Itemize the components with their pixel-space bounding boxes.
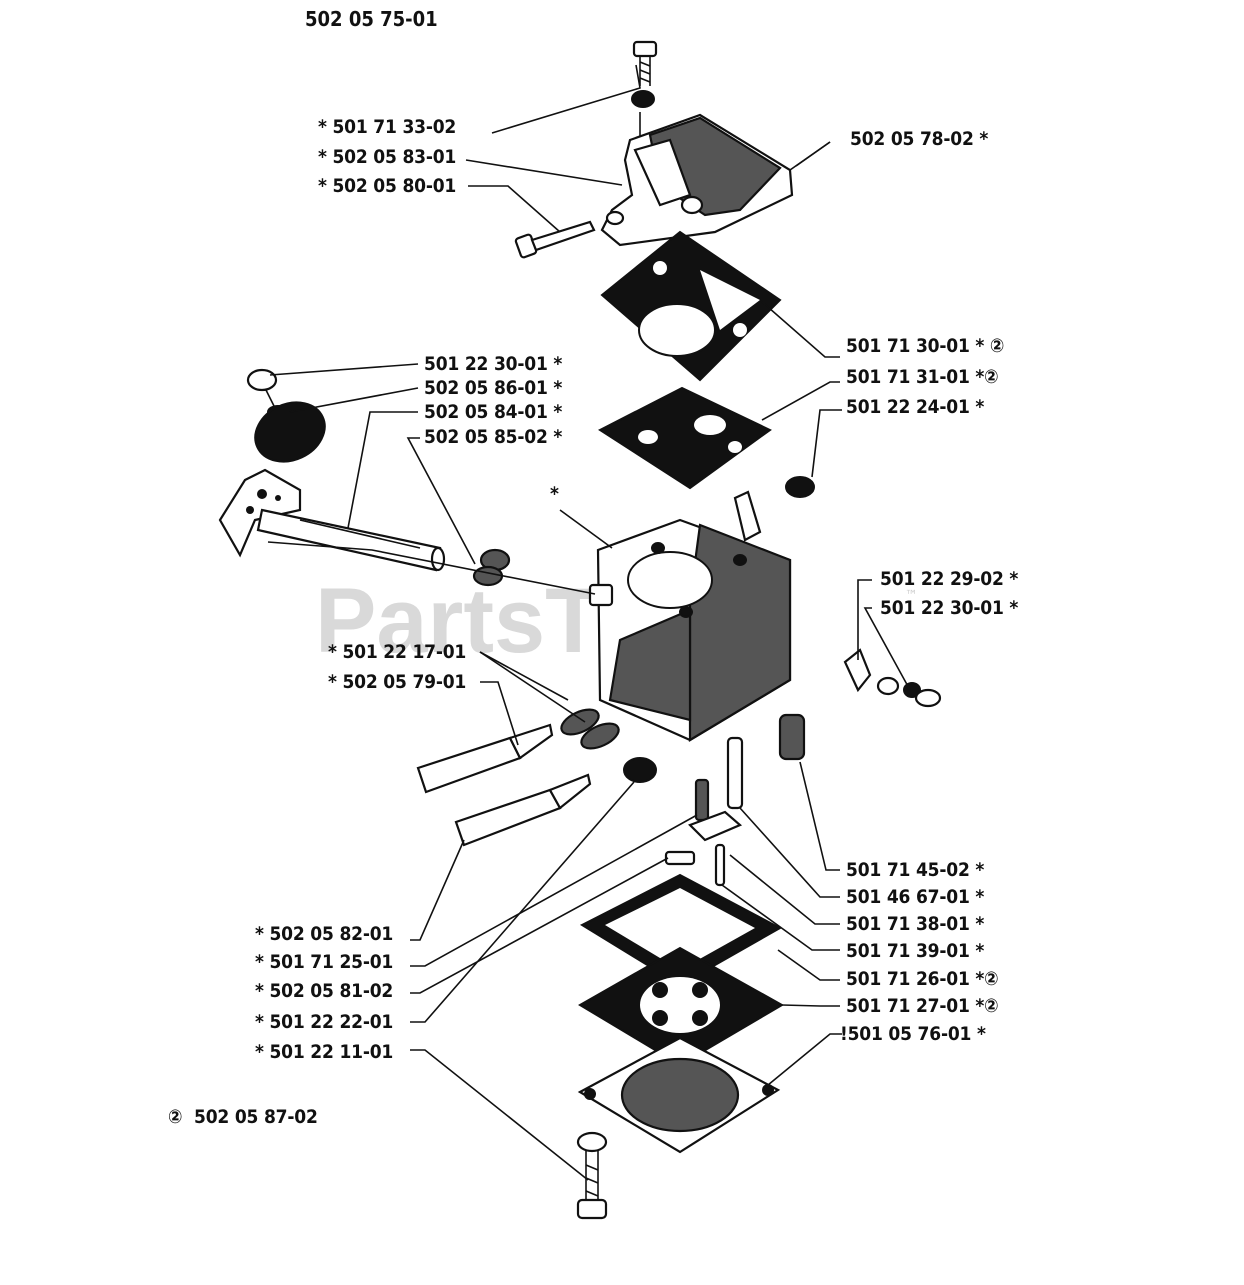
part-label: 502 05 84-01 * bbox=[424, 401, 562, 423]
pump-cover bbox=[600, 113, 831, 247]
part-label: * 501 22 22-01 bbox=[255, 1011, 393, 1033]
control-diaphragm-small bbox=[254, 401, 326, 463]
part-label: !501 05 76-01 * bbox=[840, 1023, 986, 1045]
part-label: * 502 05 83-01 bbox=[318, 146, 456, 168]
lower-small-parts bbox=[664, 736, 744, 887]
part-label: 501 71 31-01 *② bbox=[846, 366, 998, 388]
part-labels: 502 05 75-01 * 501 71 33-02 * 502 05 83-… bbox=[168, 7, 1019, 1128]
bottom-screw bbox=[576, 1131, 608, 1220]
adjust-needle-2 bbox=[454, 773, 592, 847]
part-label: 501 22 24-01 * bbox=[846, 396, 984, 418]
part-label: 501 22 30-01 * bbox=[880, 597, 1018, 619]
part-label: 501 22 30-01 * bbox=[424, 353, 562, 375]
part-label: * 501 22 11-01 bbox=[255, 1041, 393, 1063]
pump-gasket bbox=[600, 230, 782, 382]
part-label: * bbox=[550, 483, 559, 505]
part-label: 501 71 30-01 * ② bbox=[846, 335, 1004, 357]
carburetor-body bbox=[588, 490, 792, 742]
part-label: 501 46 67-01 * bbox=[846, 886, 984, 908]
metering-gasket bbox=[579, 873, 783, 987]
inlet-needle-spring bbox=[778, 713, 806, 761]
assembly-number: 502 05 75-01 bbox=[305, 7, 438, 31]
metering-cover bbox=[577, 1036, 781, 1154]
part-label: * 501 22 17-01 bbox=[328, 641, 466, 663]
adjust-needle-1 bbox=[416, 723, 554, 794]
part-label: * 502 05 81-02 bbox=[255, 980, 393, 1002]
part-label: 501 71 45-02 * bbox=[846, 859, 984, 881]
kit-note-number: 502 05 87-02 bbox=[194, 1106, 318, 1128]
part-label: * 502 05 82-01 bbox=[255, 923, 393, 945]
part-label: 501 71 38-01 * bbox=[846, 913, 984, 935]
cover-screw bbox=[514, 220, 596, 259]
part-label: 502 05 85-02 * bbox=[424, 426, 562, 448]
pump-diaphragm bbox=[598, 386, 772, 490]
part-label: 502 05 86-01 * bbox=[424, 377, 562, 399]
lever-arm bbox=[218, 468, 302, 558]
part-label: 501 71 26-01 *② bbox=[846, 968, 998, 990]
needle-springs bbox=[560, 708, 620, 750]
part-label: 502 05 78-02 * bbox=[850, 128, 988, 150]
part-label: 501 71 27-01 *② bbox=[846, 995, 998, 1017]
part-label: 501 22 29-02 * bbox=[880, 568, 1018, 590]
watermark-tm: ™ bbox=[905, 588, 918, 604]
part-label: 501 71 39-01 * bbox=[846, 940, 984, 962]
part-label: * 502 05 80-01 bbox=[318, 175, 456, 197]
part-label: * 501 71 33-02 bbox=[318, 116, 456, 138]
part-label: * 502 05 79-01 bbox=[328, 671, 466, 693]
kit-note-symbol: ② bbox=[168, 1106, 182, 1128]
leader-lines bbox=[267, 64, 911, 1181]
needle-shaft bbox=[256, 508, 446, 572]
top-screw bbox=[631, 40, 658, 140]
filter-screen bbox=[785, 476, 815, 498]
welch-plug bbox=[623, 757, 657, 783]
part-label: * 501 71 25-01 bbox=[255, 951, 393, 973]
